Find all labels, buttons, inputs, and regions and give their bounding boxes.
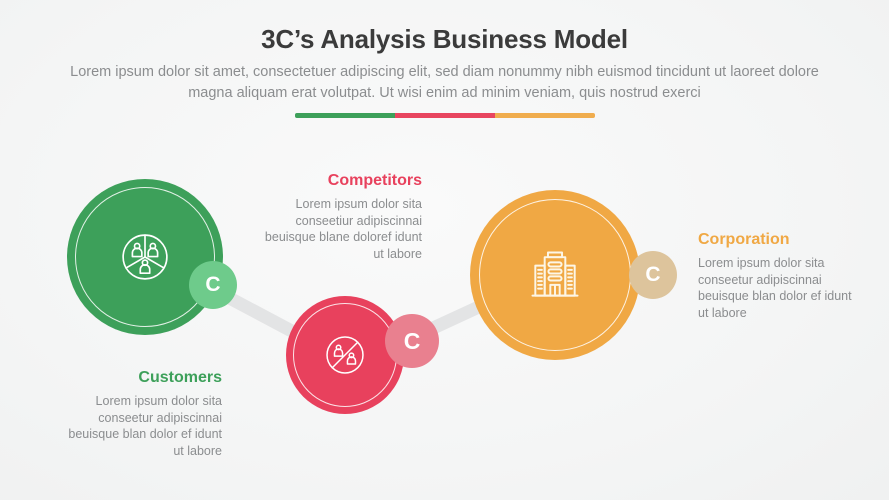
description-competitors: Lorem ipsum dolor sita conseetiur adipis… <box>264 197 422 261</box>
badge-corporation[interactable]: C <box>629 251 677 299</box>
node-circle-corporation[interactable] <box>470 190 640 360</box>
competitors-people-slash-icon <box>326 336 364 374</box>
divider-segment-orange <box>494 113 595 118</box>
text-block-corporation: Corporation Lorem ipsum dolor sita conse… <box>698 231 862 321</box>
node-circle-customers[interactable] <box>67 179 223 335</box>
heading-customers: Customers <box>138 369 222 386</box>
corporation-building-icon <box>531 251 579 297</box>
customers-pie-people-icon <box>122 234 168 280</box>
divider-segment-red <box>394 113 495 118</box>
description-customers: Lorem ipsum dolor sita conseetur adipisc… <box>68 394 222 458</box>
badge-competitors[interactable]: C <box>385 314 439 368</box>
text-block-competitors: Competitors Lorem ipsum dolor sita conse… <box>258 172 422 262</box>
color-divider-bar <box>294 113 595 118</box>
node-circle-competitors[interactable] <box>286 296 404 414</box>
page-title: 3C’s Analysis Business Model <box>261 24 628 54</box>
description-corporation: Lorem ipsum dolor sita conseetur adipisc… <box>698 256 852 320</box>
badge-customers[interactable]: C <box>189 261 237 309</box>
badge-competitors-label: C <box>403 327 421 354</box>
badge-customers-label: C <box>205 273 221 296</box>
heading-competitors: Competitors <box>327 172 422 189</box>
badge-corporation-label: C <box>645 263 661 286</box>
heading-corporation: Corporation <box>698 231 790 248</box>
divider-segment-green <box>294 113 395 118</box>
page-subtitle: Lorem ipsum dolor sit amet, consectetuer… <box>70 64 819 101</box>
text-block-customers: Customers Lorem ipsum dolor sita conseet… <box>60 369 222 459</box>
